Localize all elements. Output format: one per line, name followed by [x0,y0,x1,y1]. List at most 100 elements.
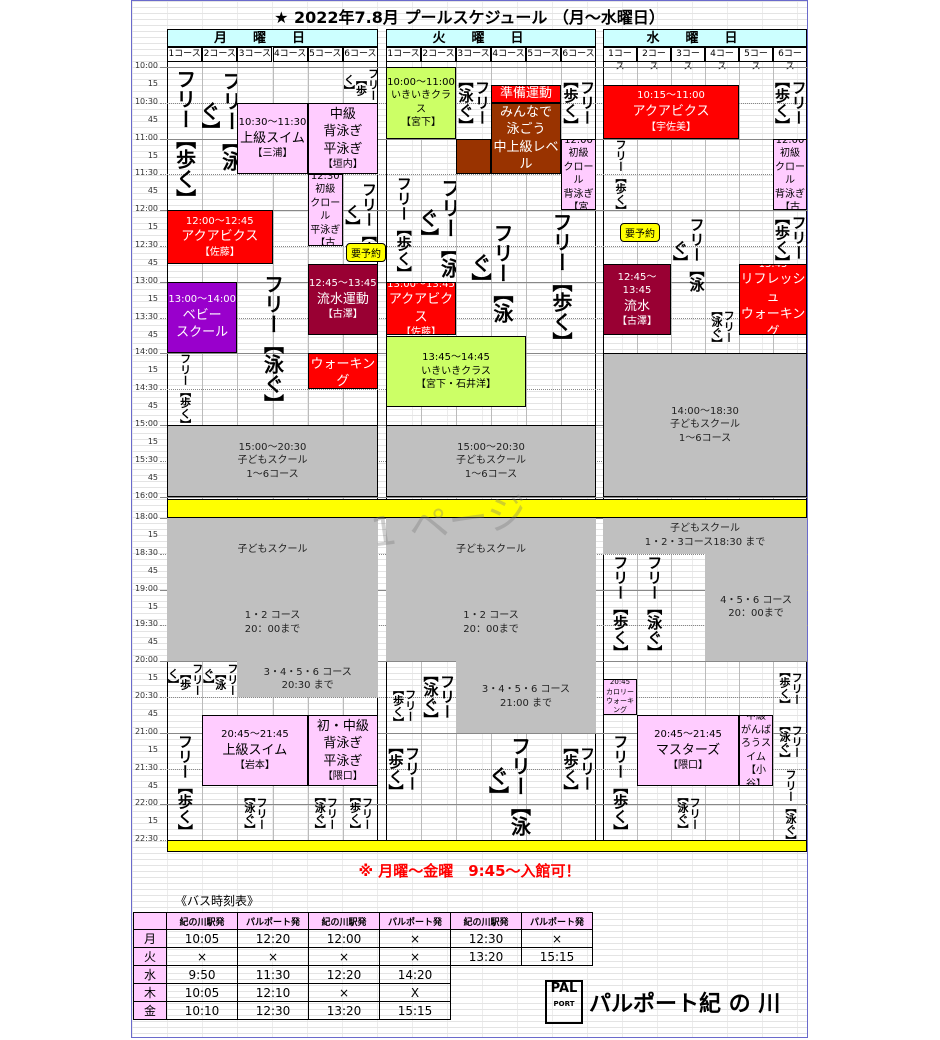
free-swim-block[interactable]: フリー【歩く】 [603,733,637,840]
free-swim-block[interactable]: フリー【歩く】 [603,139,637,211]
class-block[interactable]: 初・中級背泳ぎ平泳ぎ【隈口】 [307,714,378,787]
free-swim-block[interactable]: フリー【泳ぐ】 [308,787,343,841]
block-text: 【宮下】 [401,117,441,129]
free-swim-block[interactable]: フリー【泳ぐ】 [671,210,705,300]
free-swim-block[interactable]: フリー【歩く】 [167,733,202,840]
block-text: 中級 [329,106,356,122]
free-swim-block[interactable]: フリー【歩く】 [526,210,596,353]
free-swim-block[interactable]: フリー【歩く】 [343,174,378,264]
free-swim-block[interactable]: フリー【歩く】 [167,67,202,210]
course-header: 5コース [739,47,773,72]
time-label: 19:30 [134,619,158,629]
time-gridline [160,102,808,104]
block-text: フリー【歩く】 [167,662,203,696]
time-label: 45 [147,257,158,267]
block-text: 3・4・5・6 コース [481,684,571,696]
free-swim-block[interactable]: フリー【歩く】 [167,353,202,425]
free-swim-block[interactable]: フリー【歩く】 [561,67,597,139]
block-text: 上級スイム [240,130,305,146]
free-swim-block[interactable]: フリー【歩く】 [561,733,597,805]
bus-time: × [379,929,451,948]
block-text: 子どもスクール [456,544,526,556]
free-swim-block[interactable]: フリー【歩く】 [386,679,421,733]
free-swim-block[interactable]: フリー【歩く】 [343,67,378,103]
free-swim-block[interactable]: フリー【歩く】 [603,554,637,661]
block-text: 1・2 コース [244,610,301,622]
bus-day-label: 水 [133,965,167,984]
free-swim-block[interactable]: フリー【泳ぐ】 [637,787,739,841]
free-swim-block[interactable]: フリー【歩く】 [773,67,807,139]
class-block[interactable]: 中級がんばろうスイム【小谷】 [739,714,773,787]
free-swim-block[interactable]: フリー【泳ぐ】 [773,769,807,841]
time-label: 15 [147,150,158,160]
class-block[interactable]: 準備運動 [491,84,561,103]
course-header: 1コース [603,47,637,72]
bus-time: 12:30 [237,1001,309,1020]
free-swim-block[interactable]: フリー【泳ぐ】 [773,715,807,769]
free-swim-block[interactable]: フリー【歩く】 [773,210,807,264]
free-swim-block[interactable]: フリー【歩く】 [386,174,421,281]
block-text: 3・4・5・6 コース [263,666,352,678]
time-label: 14:00 [134,347,158,357]
free-swim-block[interactable]: フリー【泳ぐ】 [237,264,307,425]
time-label: 15 [147,673,158,683]
free-swim-block[interactable]: フリー【歩く】 [773,661,807,715]
bus-time: X [379,983,451,1002]
free-swim-block[interactable]: フリー【泳ぐ】 [456,733,561,840]
block-text: 12:00〜12:45 [185,215,254,227]
free-swim-block[interactable]: フリー【歩く】 [343,787,378,841]
empty-cell [451,1002,522,1020]
time-label: 22:00 [134,798,158,808]
bus-time: 12:10 [237,983,309,1002]
class-block[interactable]: 中級背泳ぎ平泳ぎ【垣内】 [307,102,378,175]
block-text: アクアビクス [632,103,710,119]
free-swim-block[interactable]: フリー【泳ぐ】 [705,300,739,354]
class-block[interactable] [456,138,491,175]
free-swim-block[interactable]: フリー【泳ぐ】 [421,174,456,281]
free-swim-block[interactable]: フリー【歩く】 [167,661,202,697]
free-swim-block[interactable]: フリー【泳ぐ】 [202,661,237,697]
bus-time: × [308,983,380,1002]
block-text: 準備運動 [499,86,552,102]
free-swim-block[interactable]: フリー【泳ぐ】 [421,661,457,733]
free-swim-block[interactable]: フリー【歩く】 [386,733,422,805]
free-swim-block[interactable]: フリー【泳ぐ】 [456,210,526,335]
time-label: 45 [147,401,158,411]
time-label: 15 [147,78,158,88]
empty-cell [451,984,522,1002]
block-text: 【垣内】 [322,159,363,171]
block-text: フリー【泳ぐ】 [456,72,492,133]
free-swim-block[interactable]: フリー【泳ぐ】 [637,554,671,661]
free-swim-block[interactable]: フリー【泳ぐ】 [202,787,308,841]
class-block[interactable]: 10:30〜11:30みんなで泳ごう中上級レベル【小谷】 [491,102,561,175]
block-text: 20：00まで [463,623,519,635]
free-swim-block[interactable]: フリー【泳ぐ】 [202,67,237,174]
free-swim-block[interactable]: フリー【泳ぐ】 [456,67,492,139]
